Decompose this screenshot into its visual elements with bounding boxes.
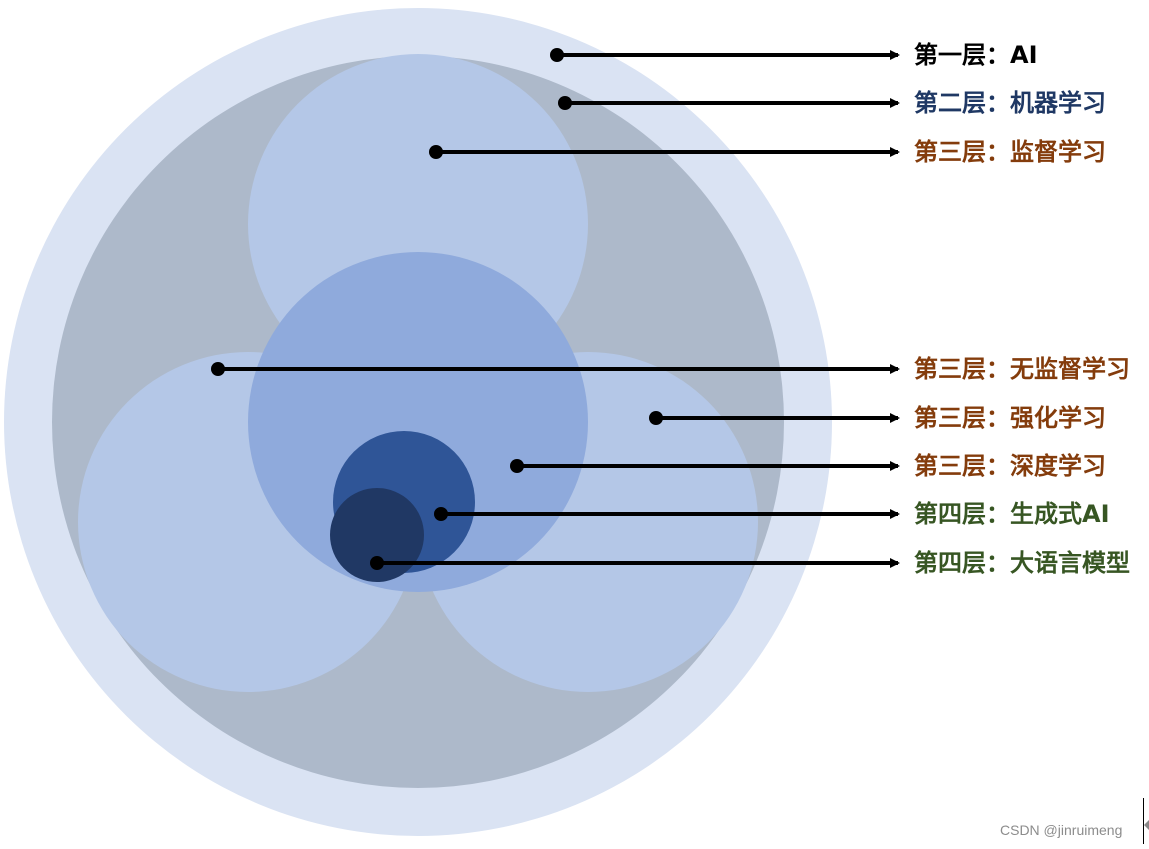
label-reinforcement-learning: 第三层：强化学习 <box>914 404 1106 432</box>
leader-reinforcement <box>649 411 900 425</box>
label-generative-ai: 第四层：生成式AI <box>914 500 1110 528</box>
leader-llm <box>370 556 900 570</box>
label-unsupervised-learning: 第三层：无监督学习 <box>914 355 1130 383</box>
leader-supervised <box>429 145 900 159</box>
circle-llm <box>330 488 424 582</box>
circle-deep-learning <box>248 252 588 592</box>
leader-machine-learning <box>558 96 900 110</box>
leader-lines <box>211 48 900 570</box>
label-supervised-learning: 第三层：监督学习 <box>914 138 1106 166</box>
leader-generative-ai <box>434 507 900 521</box>
leader-unsupervised <box>211 362 900 376</box>
watermark: CSDN @jinruimeng <box>1000 822 1123 838</box>
label-llm: 第四层：大语言模型 <box>914 549 1130 577</box>
leader-deep-learning <box>510 459 900 473</box>
leader-ai <box>550 48 900 62</box>
label-machine-learning: 第二层：机器学习 <box>914 89 1106 117</box>
collapse-arrow-icon[interactable] <box>1144 820 1149 830</box>
scroll-edge <box>1143 798 1144 844</box>
label-ai: 第一层：AI <box>914 41 1038 69</box>
label-deep-learning: 第三层：深度学习 <box>914 452 1106 480</box>
